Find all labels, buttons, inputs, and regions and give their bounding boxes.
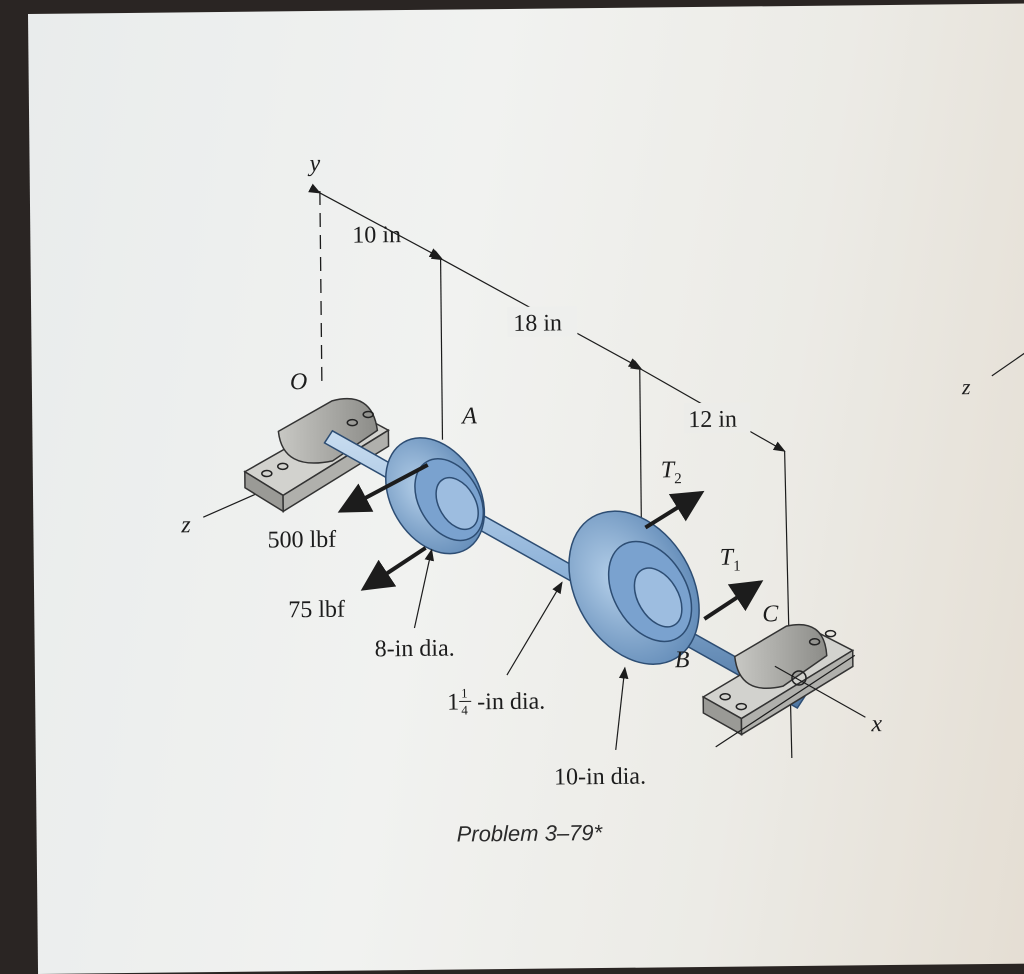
svg-text:1: 1: [447, 690, 459, 716]
tension-label-T2: T2: [661, 457, 682, 487]
svg-text:-in dia.: -in dia.: [477, 689, 545, 716]
svg-text:1: 1: [461, 685, 468, 700]
shaft-diagram: y 10 in 18 in 12 in z O: [28, 3, 1024, 974]
z-axis-right-label: z: [961, 374, 971, 399]
figure-caption: Problem 3–79*: [456, 820, 603, 847]
tension-arrow-T1: [704, 582, 760, 619]
extension-line-A: [441, 260, 443, 440]
extension-line-B: [640, 370, 642, 528]
leader-pulley-A: [414, 550, 433, 628]
z-axis-left-label: z: [180, 512, 191, 538]
y-axis-label: y: [307, 151, 320, 177]
leader-pulley-B: [615, 668, 626, 750]
svg-text:4: 4: [461, 702, 468, 717]
z-axis-right: [991, 341, 1024, 376]
leader-shaft: [506, 582, 563, 675]
pulley-B: [542, 487, 727, 689]
point-C-label: C: [762, 601, 779, 627]
label-pulley-B-dia: 10-in dia.: [554, 764, 646, 791]
point-A-label: A: [460, 403, 477, 429]
dimension-label-12in: 12 in: [688, 407, 737, 434]
label-pulley-A-dia: 8-in dia.: [375, 636, 455, 663]
textbook-page: y 10 in 18 in 12 in z O: [28, 3, 1024, 974]
bearing-C: [702, 624, 853, 735]
y-axis: [320, 191, 322, 381]
tension-arrow-T2: [645, 493, 701, 528]
x-axis-label: x: [870, 711, 882, 737]
label-shaft-dia: 1 1 4 -in dia.: [447, 685, 545, 718]
origin-label: O: [290, 369, 308, 395]
force-label-75lbf: 75 lbf: [288, 597, 345, 624]
extension-line-C: [785, 451, 792, 758]
force-label-500lbf: 500 lbf: [267, 527, 336, 554]
force-arrow-75lbf: [364, 548, 426, 589]
tension-label-T1: T1: [720, 545, 741, 575]
dimension-label-10in: 10 in: [352, 222, 401, 249]
point-B-label: B: [675, 647, 690, 673]
dimension-label-18in: 18 in: [513, 310, 562, 337]
